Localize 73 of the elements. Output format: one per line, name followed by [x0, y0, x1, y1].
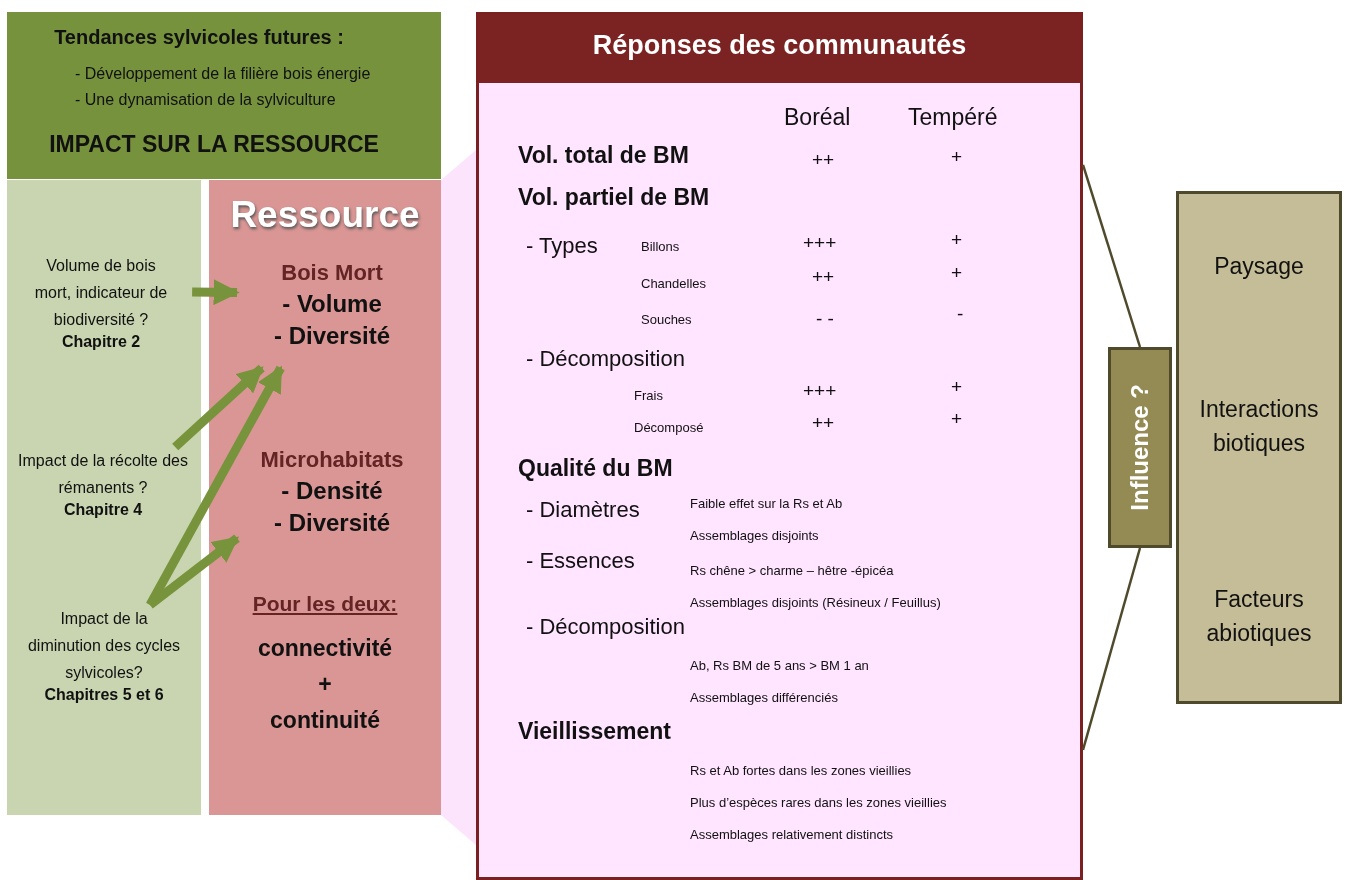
- column-header: Boréal: [784, 103, 851, 131]
- score-symbol: +: [951, 376, 963, 398]
- row-label: Chandelles: [641, 275, 707, 291]
- resource-panel: [209, 180, 441, 815]
- score-symbol: +++: [803, 380, 837, 402]
- row-heading: Vol. partiel de BM: [518, 183, 710, 211]
- row-label: Frais: [634, 387, 663, 403]
- topic-item: - Densité: [280, 477, 384, 505]
- score-symbol: - -: [816, 308, 834, 330]
- topic-heading: Pour les deux:: [251, 592, 399, 616]
- panel-header: Réponses des communautés: [479, 15, 1080, 83]
- topic-item: connectivité + continuité: [257, 634, 393, 735]
- row-label: Billons: [641, 238, 680, 254]
- question-text: Impact de la diminution des cycles sylvicoles?: [26, 609, 182, 683]
- finding-text: Ab, Rs BM de 5 ans > BM 1 an: [690, 657, 869, 673]
- finding-text: Rs chêne > charme – hêtre -épicéa: [690, 562, 894, 578]
- question-column: [7, 180, 201, 815]
- row-subheading: - Types: [526, 233, 598, 259]
- row-subheading: - Essences: [526, 548, 635, 574]
- row-label: Décomposé: [634, 419, 704, 435]
- row-subheading: - Diamètres: [526, 497, 640, 523]
- row-subheading: - Décomposition: [526, 614, 685, 640]
- arrow: [192, 279, 240, 306]
- arrow: [147, 534, 240, 609]
- connector-line: [1081, 164, 1142, 348]
- finding-text: Assemblages relativement distincts: [690, 826, 894, 842]
- factor-label: Paysage: [1213, 252, 1305, 281]
- finding-text: Assemblages disjoints: [690, 527, 819, 543]
- score-symbol: +: [951, 229, 963, 251]
- factor-label: Facteurs abiotiques: [1205, 585, 1313, 648]
- chapter-label: Chapitre 4: [62, 501, 144, 519]
- chapter-label: Chapitres 5 et 6: [43, 686, 165, 704]
- response-panel: [476, 12, 1083, 880]
- bullet-text: - Développement de la filière bois énergie: [75, 65, 372, 83]
- topic-item: - Diversité: [272, 322, 392, 350]
- question-text: Impact de la récolte des rémanents ?: [17, 451, 189, 498]
- finding-text: Rs et Ab fortes dans les zones vieillies: [690, 762, 912, 778]
- question-text: Volume de bois mort, indicateur de biodiversité ?: [33, 256, 169, 330]
- column-header: Tempéré: [908, 103, 998, 131]
- topic-heading: Bois Mort: [280, 260, 384, 286]
- panel-title: Tendances sylvicoles futures :: [53, 26, 345, 49]
- row-label: Souches: [641, 311, 692, 327]
- row-subheading: - Décomposition: [526, 346, 685, 372]
- score-symbol: ++: [812, 412, 835, 434]
- finding-text: Assemblages différenciés: [690, 689, 838, 705]
- factor-label: Interactions biotiques: [1198, 395, 1320, 458]
- trend-panel: [7, 12, 441, 179]
- row-heading: Qualité du BM: [518, 454, 673, 482]
- panel-heading: Ressource: [229, 194, 421, 236]
- zoom-funnel: [441, 150, 476, 845]
- finding-text: Faible effet sur la Rs et Ab: [690, 495, 843, 511]
- score-symbol: +: [951, 408, 963, 430]
- score-symbol: +: [951, 262, 963, 284]
- connector-line: [1081, 547, 1142, 751]
- score-symbol: +++: [803, 232, 837, 254]
- row-heading: Vol. total de BM: [518, 141, 689, 169]
- finding-text: Plus d’espèces rares dans les zones vieillies: [690, 794, 947, 810]
- row-heading: Vieillissement: [518, 717, 671, 745]
- score-symbol: +: [951, 146, 963, 168]
- finding-text: Assemblages disjoints (Résineux / Feuillus): [690, 594, 941, 610]
- panel-heading: IMPACT SUR LA RESSOURCE: [48, 131, 380, 158]
- influence-box: [1108, 347, 1172, 548]
- arrow: [146, 365, 285, 608]
- topic-item: - Volume: [281, 290, 383, 318]
- score-symbol: ++: [812, 149, 835, 171]
- score-symbol: -: [957, 303, 964, 325]
- bullet-text: - Une dynamisation de la sylviculture: [75, 91, 337, 109]
- chapter-label: Chapitre 2: [60, 333, 142, 351]
- score-symbol: ++: [812, 266, 835, 288]
- influence-label: Influence ?: [1126, 384, 1154, 511]
- topic-heading: Microhabitats: [259, 447, 405, 473]
- factor-panel: [1176, 191, 1342, 704]
- topic-item: - Diversité: [272, 509, 392, 537]
